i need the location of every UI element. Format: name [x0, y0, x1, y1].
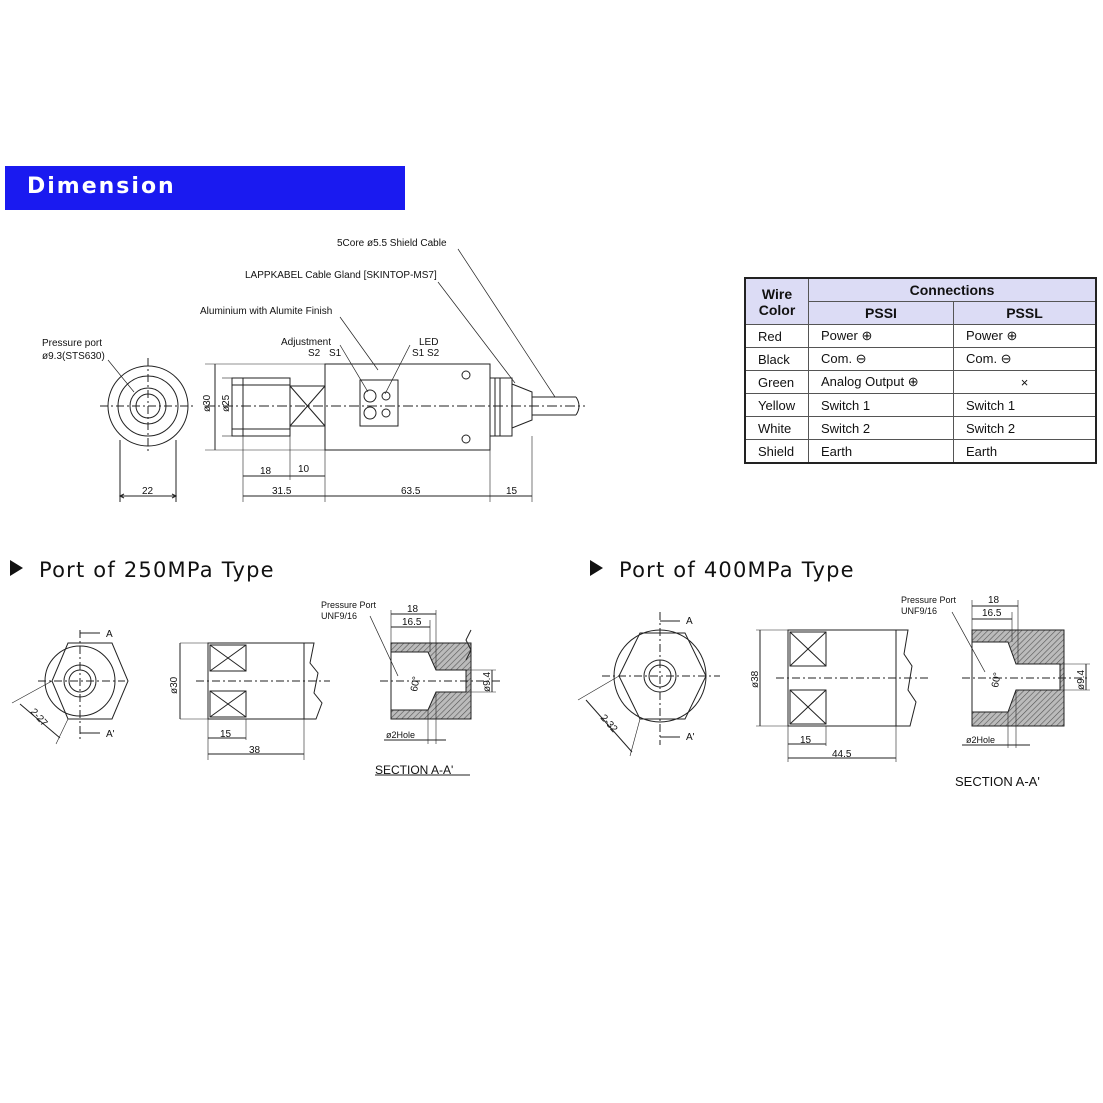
pssl-cell: Com. ⊖	[953, 347, 1097, 371]
pressure-port-label: Pressure port	[42, 338, 102, 349]
adjustment-s1-label: S1	[329, 348, 342, 359]
cable-label: 5Core ø5.5 Shield Cable	[337, 238, 447, 249]
pssi-cell: Com. ⊖	[808, 347, 954, 371]
pssl-cell: Switch 1	[953, 393, 1097, 417]
port-250-labels: A A' 2-27 ø30 15 38 Pressure Port UNF9/1…	[28, 600, 493, 777]
dimension-banner: Dimension	[5, 166, 405, 210]
dim-63-5: 63.5	[401, 486, 421, 497]
pssi-cell: Switch 2	[808, 416, 954, 440]
header-wire-color: Wire Color	[744, 277, 809, 325]
triangle-bullet-icon	[10, 560, 23, 576]
dim-15: 15	[506, 486, 518, 497]
dim-22: 22	[142, 486, 154, 497]
p400-a-label: A	[686, 616, 693, 627]
port-250-heading-text: Port of 250MPa Type	[39, 558, 275, 582]
main-drawing-labels: 5Core ø5.5 Shield Cable LAPPKABEL Cable …	[42, 238, 518, 497]
banner-title: Dimension	[27, 174, 176, 199]
p250-a-label: A	[106, 629, 113, 640]
port-400-heading: Port of 400MPa Type	[590, 558, 855, 582]
header-pssi: PSSI	[808, 301, 954, 325]
p400-len-15: 15	[800, 735, 812, 746]
header-connections: Connections	[808, 277, 1097, 302]
p400-a-prime-label: A'	[686, 732, 695, 743]
led-label: LED	[419, 337, 438, 348]
body-material-label: Aluminium with Alumite Finish	[200, 306, 332, 317]
led-s1s2-label: S1 S2	[412, 348, 440, 359]
table-row: White Switch 2 Switch 2	[744, 416, 1097, 440]
main-sensor-drawing	[100, 248, 585, 502]
table-row: Green Analog Output ⊕ ×	[744, 370, 1097, 394]
p250-dia-dim: ø30	[169, 676, 180, 694]
port-400-heading-text: Port of 400MPa Type	[619, 558, 855, 582]
p400-section-label: SECTION A-A'	[955, 774, 1040, 789]
pssi-cell: Switch 1	[808, 393, 954, 417]
p250-dim-16-5: 16.5	[402, 617, 422, 628]
triangle-bullet-icon	[590, 560, 603, 576]
p400-hex-dim: 2-32	[598, 713, 620, 736]
port-400-drawing	[577, 600, 1090, 762]
pssl-cell: Earth	[953, 439, 1097, 464]
p250-bore: ø9.4	[482, 672, 493, 692]
p400-bore: ø9.4	[1076, 670, 1087, 690]
p250-dim-18: 18	[407, 604, 419, 615]
table-row: Red Power ⊕ Power ⊕	[744, 324, 1097, 348]
port-250-drawing	[11, 610, 500, 776]
front-view	[100, 358, 196, 502]
p250-len-15: 15	[220, 729, 232, 740]
header-pssl: PSSL	[953, 301, 1097, 325]
p250-thread: UNF9/16	[321, 611, 357, 621]
adjustment-s2-label: S2	[308, 348, 321, 359]
port-400-labels: A A' 2-32 ø38 15 44.5 Pressure Port UNF9…	[598, 595, 1087, 789]
dim-d25: ø25	[221, 394, 232, 412]
pssi-cell: Power ⊕	[808, 324, 954, 348]
table-row: Black Com. ⊖ Com. ⊖	[744, 347, 1097, 371]
wire-color-cell: White	[744, 416, 809, 440]
table-row: Yellow Switch 1 Switch 1	[744, 393, 1097, 417]
p400-dim-18: 18	[988, 595, 1000, 606]
wire-color-cell: Black	[744, 347, 809, 371]
table-row: Shield Earth Earth	[744, 439, 1097, 464]
wire-connections-table: Wire Color Connections PSSI PSSL Red Pow…	[744, 277, 1097, 464]
pssi-cell: Earth	[808, 439, 954, 464]
p400-hole: ø2Hole	[966, 735, 995, 745]
wire-color-cell: Red	[744, 324, 809, 348]
port-250-heading: Port of 250MPa Type	[10, 558, 275, 582]
p250-pressure-port: Pressure Port	[321, 600, 377, 610]
dim-31-5: 31.5	[272, 486, 292, 497]
p250-section-label: SECTION A-A'	[375, 763, 453, 777]
p400-dia-dim: ø38	[750, 670, 761, 688]
p400-thread: UNF9/16	[901, 606, 937, 616]
p250-hole: ø2Hole	[386, 730, 415, 740]
p250-a-prime-label: A'	[106, 729, 115, 740]
p400-angle: 60°	[990, 672, 1003, 689]
p250-len-38: 38	[249, 745, 261, 756]
adjustment-label: Adjustment	[281, 337, 331, 348]
pressure-port-spec: ø9.3(STS630)	[42, 351, 105, 362]
p400-pressure-port: Pressure Port	[901, 595, 957, 605]
pssi-cell: Analog Output ⊕	[808, 370, 954, 394]
p250-angle: 60°	[409, 676, 422, 693]
pssl-cell: Switch 2	[953, 416, 1097, 440]
dim-18: 18	[260, 466, 272, 477]
p400-len-44-5: 44.5	[832, 749, 852, 760]
wire-color-cell: Shield	[744, 439, 809, 464]
dim-10: 10	[298, 464, 310, 475]
dim-d30: ø30	[202, 394, 213, 412]
side-view	[107, 248, 585, 502]
wire-color-cell: Green	[744, 370, 809, 394]
wire-color-cell: Yellow	[744, 393, 809, 417]
p400-dim-16-5: 16.5	[982, 608, 1002, 619]
gland-label: LAPPKABEL Cable Gland [SKINTOP-MS7]	[245, 270, 437, 281]
pssl-cell: Power ⊕	[953, 324, 1097, 348]
pssl-cell: ×	[953, 370, 1097, 394]
